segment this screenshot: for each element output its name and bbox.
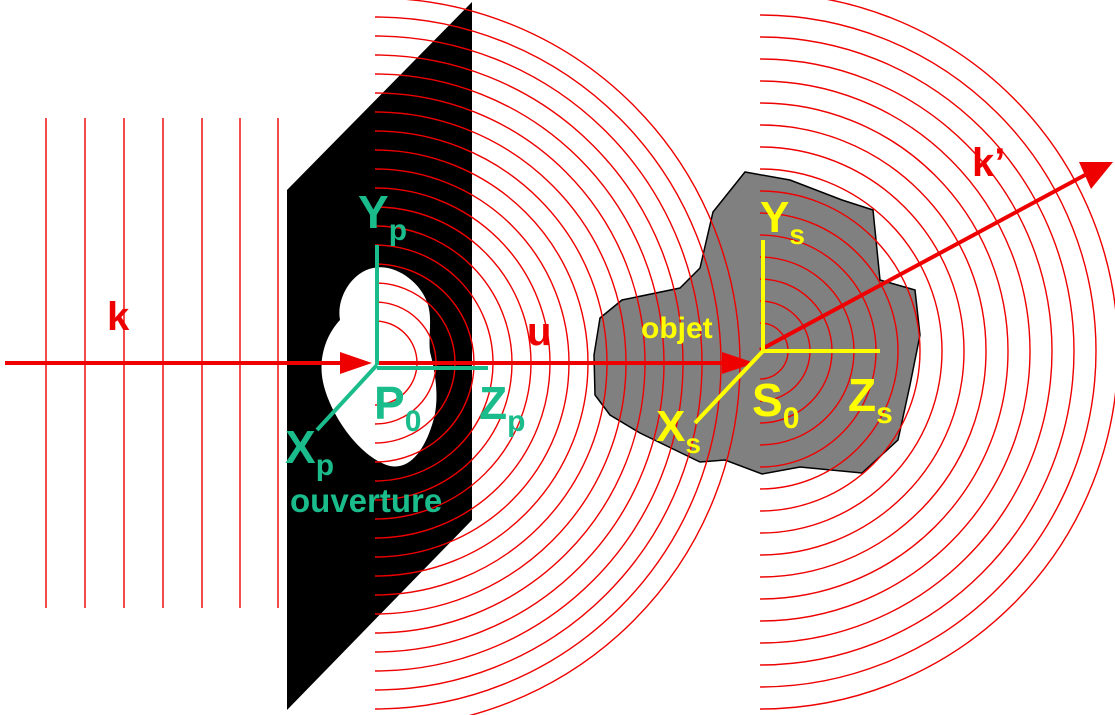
object-wavefront-7 (760, 190, 921, 512)
k-prime-arrowhead (1079, 162, 1113, 189)
object-wavefront-11 (760, 102, 1009, 600)
object-wavefront-14 (760, 36, 1075, 666)
aperture-axes (315, 245, 488, 432)
aperture-origin-label: P0 (374, 377, 421, 438)
aperture-y-label: Yp (358, 186, 407, 247)
object-wavefront-6 (760, 212, 899, 490)
object-caption: objet (641, 312, 713, 345)
object-z-label: Zs (848, 369, 893, 430)
k-prime-label: k’ (972, 141, 1005, 185)
aperture-x-label: Xp (285, 421, 334, 482)
u-label: u (527, 310, 551, 354)
object-wavefront-13 (760, 58, 1053, 644)
object-wavefront-15 (760, 14, 1097, 688)
incident-beam-arrowhead (340, 352, 372, 374)
k-label: k (107, 295, 130, 339)
object-x-label: Xs (656, 402, 701, 459)
object-x-axis (693, 349, 765, 425)
k-prime-vector-line (759, 173, 1086, 352)
aperture-x-axis (315, 363, 379, 432)
object-y-label: Ys (760, 193, 805, 250)
aperture-z-label: Zp (479, 377, 525, 438)
object-origin-label: S0 (752, 374, 799, 435)
object-wavefront-12 (760, 80, 1031, 622)
object-wavefront-9 (760, 146, 965, 556)
object-wavefront-8 (760, 168, 943, 534)
aperture-caption: ouverture (290, 482, 442, 519)
object-axes (693, 240, 880, 425)
object-wavefront-10 (760, 124, 987, 578)
u-vector-arrowhead (722, 352, 755, 374)
